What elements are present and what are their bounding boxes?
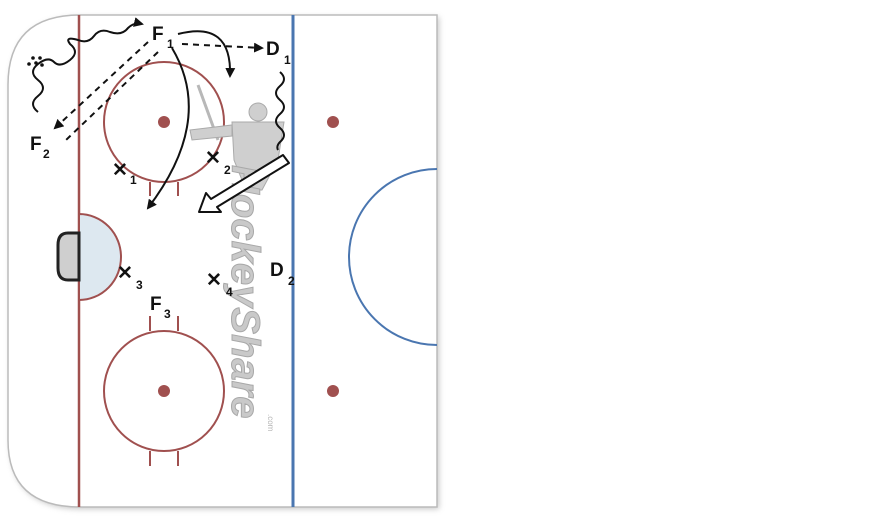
player-f3-letter: F bbox=[150, 294, 162, 315]
player-f3: F 3 bbox=[150, 294, 171, 321]
center-circle bbox=[348, 168, 438, 346]
curve-arrow-d1 bbox=[177, 30, 236, 78]
player-f3-number: 3 bbox=[164, 307, 171, 321]
player-f1-letter: F bbox=[152, 24, 164, 45]
player-d1-number: 1 bbox=[284, 53, 291, 67]
player-d1-letter: D bbox=[266, 39, 280, 60]
player-d2: D 2 bbox=[270, 260, 295, 288]
wavy-path-d1 bbox=[275, 71, 285, 151]
cone-x1: ✕ 1 bbox=[112, 160, 137, 187]
player-f1-number: 1 bbox=[167, 37, 174, 51]
player-d2-letter: D bbox=[270, 260, 284, 281]
player-f2-letter: F bbox=[30, 134, 42, 155]
player-d2-number: 2 bbox=[288, 274, 295, 288]
faceoff-circle-bottom bbox=[103, 316, 225, 466]
cone-x4-number: 4 bbox=[226, 285, 233, 299]
cone-x2-mark: ✕ bbox=[205, 148, 221, 169]
player-d1: D 1 bbox=[266, 39, 291, 67]
watermark-suffix: .com bbox=[266, 414, 275, 432]
cone-x3-number: 3 bbox=[136, 278, 143, 292]
player-f2: F 2 bbox=[30, 134, 50, 161]
hollow-pass-arrow bbox=[198, 154, 290, 213]
watermark-brand: HockeyShare bbox=[223, 165, 267, 418]
neutral-dot-top bbox=[327, 116, 339, 128]
player-f2-number: 2 bbox=[43, 147, 50, 161]
goal-net bbox=[56, 231, 81, 282]
neutral-dot-bottom bbox=[327, 385, 339, 397]
faceoff-circle-top bbox=[103, 61, 225, 196]
cone-x1-mark: ✕ bbox=[112, 160, 128, 181]
drill-paths bbox=[32, 17, 285, 210]
cone-x3: ✕ 3 bbox=[117, 263, 143, 292]
cone-x4: ✕ 4 bbox=[206, 270, 233, 299]
rink-boards bbox=[7, 14, 438, 508]
cone-x4-mark: ✕ bbox=[206, 270, 222, 291]
cone-x2-number: 2 bbox=[224, 163, 231, 177]
cone-x3-mark: ✕ bbox=[117, 263, 133, 284]
wavy-path-f2-f1 bbox=[32, 17, 144, 113]
skate-path-f1 bbox=[146, 47, 190, 210]
player-f1: F 1 bbox=[152, 24, 174, 51]
pass-path-f1-d1 bbox=[181, 42, 264, 53]
cone-x2: ✕ 2 bbox=[205, 148, 231, 177]
cone-x1-number: 1 bbox=[130, 173, 137, 187]
goal-crease bbox=[78, 212, 122, 302]
